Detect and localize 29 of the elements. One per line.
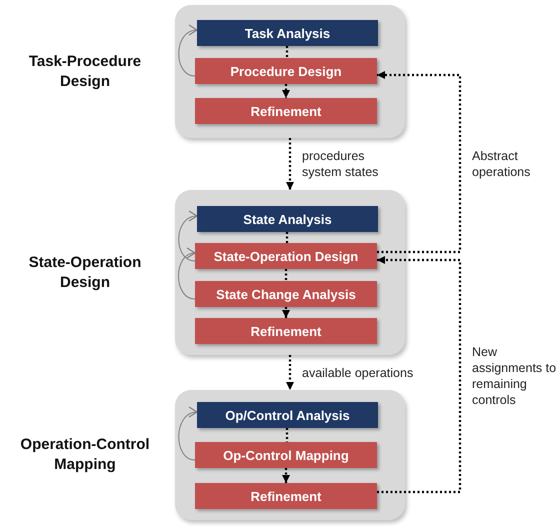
process-box: State Change Analysis <box>195 281 377 307</box>
dotted-arrow <box>377 256 462 494</box>
dotted-arrow <box>286 138 294 190</box>
process-box: Op/Control Analysis <box>197 402 378 428</box>
process-box: Procedure Design <box>195 58 377 84</box>
group-heading: Operation-Control Mapping <box>19 435 151 475</box>
process-box: Op-Control Mapping <box>195 442 377 468</box>
dotted-line <box>286 46 288 58</box>
dotted-arrow <box>282 468 290 483</box>
process-box: Refinement <box>195 98 377 124</box>
dotted-line <box>286 232 288 243</box>
process-box: State-Operation Design <box>195 243 377 269</box>
curved-arrow <box>178 212 198 262</box>
edge-label: available operations <box>302 364 414 380</box>
process-box: State Analysis <box>197 206 378 232</box>
dotted-arrow <box>286 355 294 390</box>
process-box: Refinement <box>195 318 377 344</box>
group-heading: State-Operation Design <box>28 252 142 292</box>
curved-arrow <box>178 248 196 300</box>
dotted-line <box>286 428 288 442</box>
dotted-arrow <box>377 71 462 254</box>
group-heading: Task-Procedure Design <box>28 52 142 92</box>
curved-arrow <box>178 408 198 460</box>
process-box: Task Analysis <box>197 20 378 46</box>
dotted-line <box>284 269 288 281</box>
dotted-arrow <box>282 84 290 98</box>
process-box: Refinement <box>195 483 377 509</box>
dotted-arrow <box>282 307 290 318</box>
curved-arrow <box>178 26 198 76</box>
